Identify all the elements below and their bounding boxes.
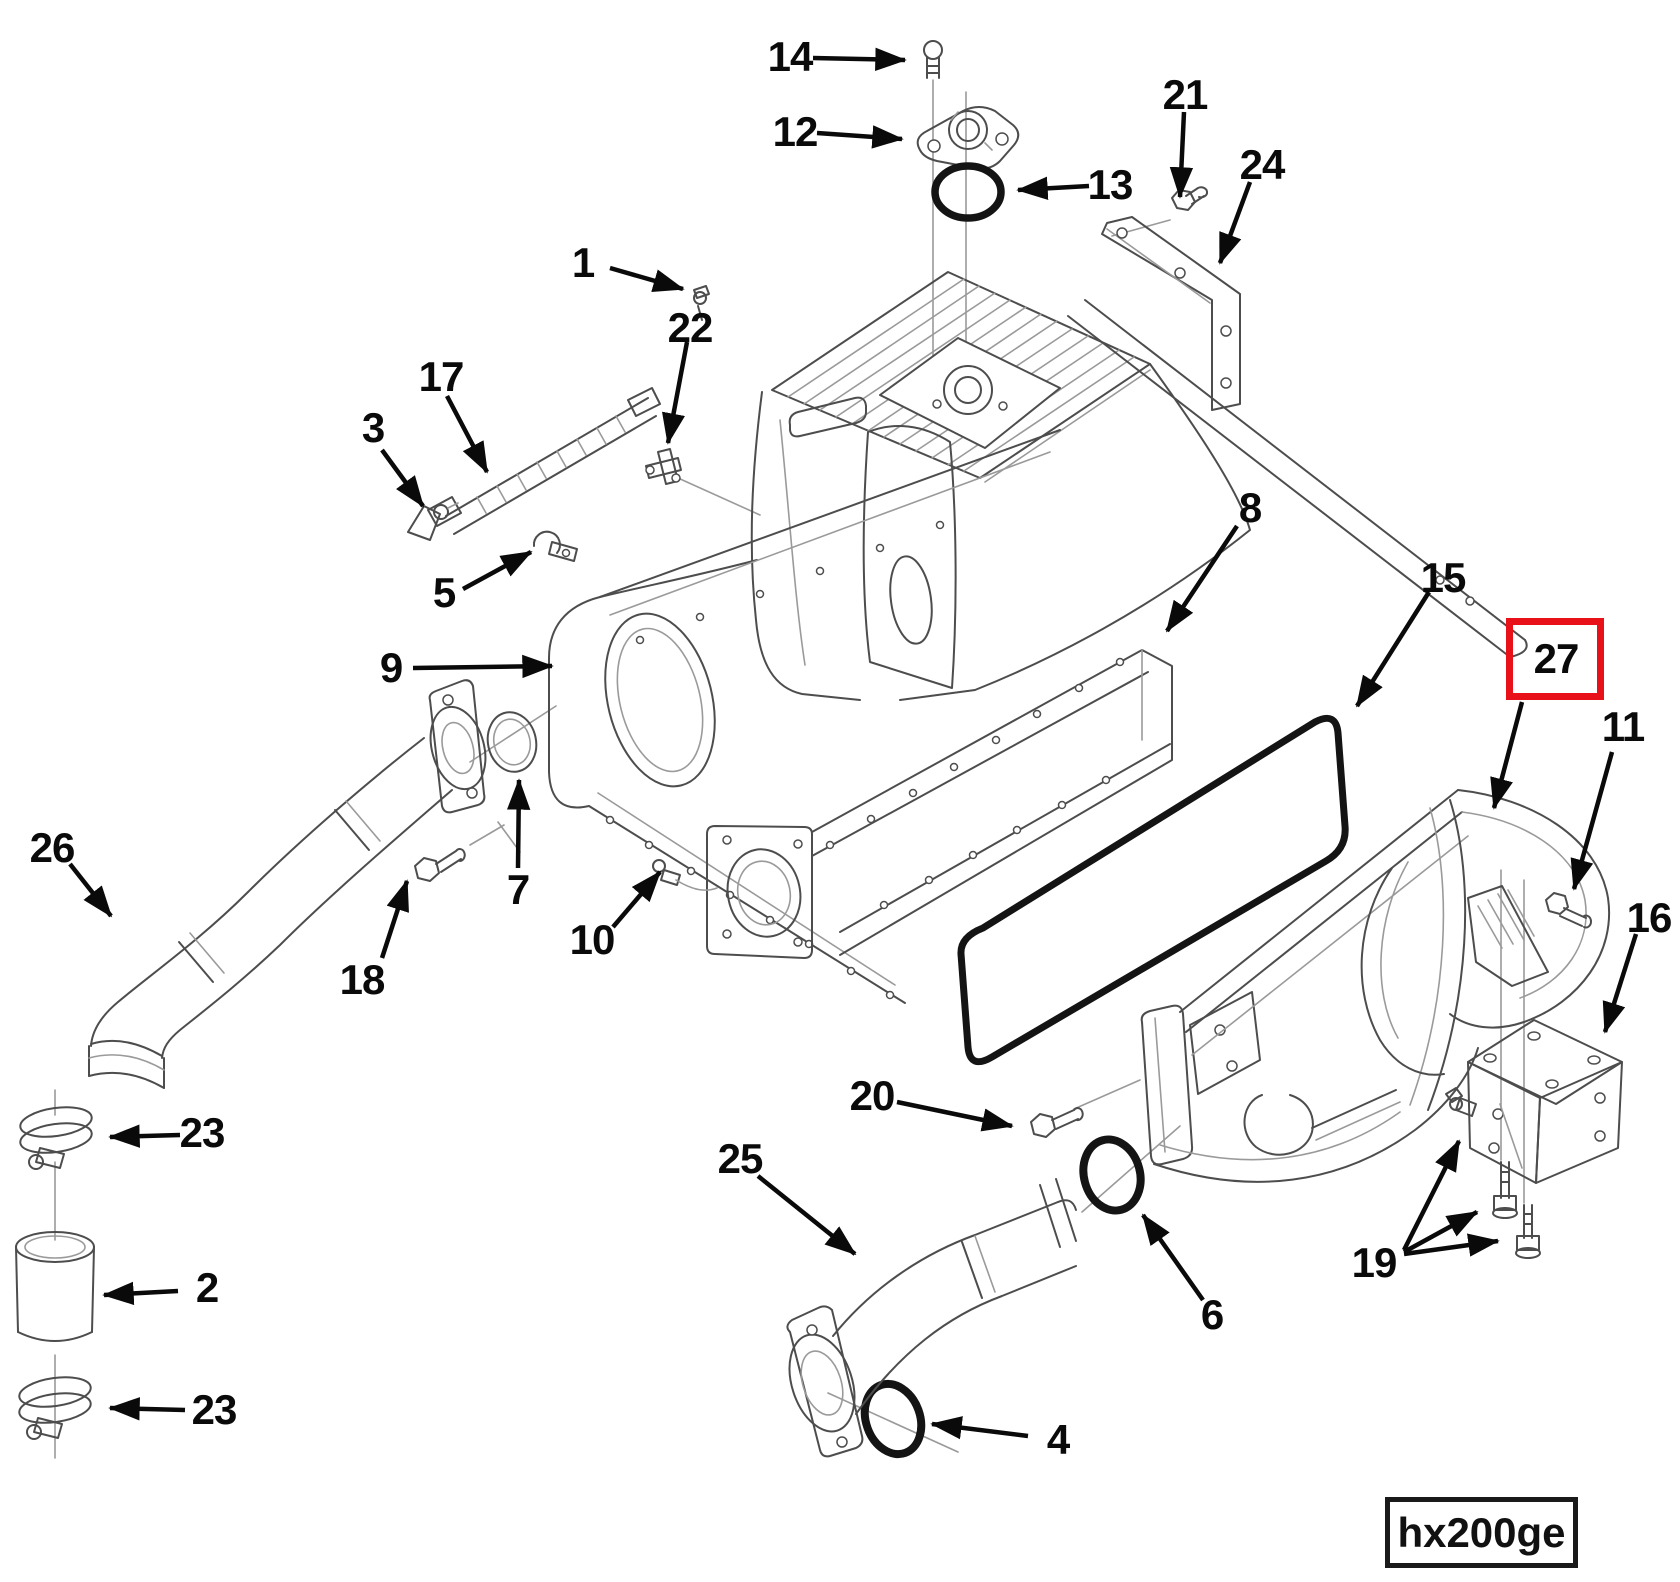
- support-bracket-16: [1445, 885, 1623, 1259]
- o-rings: [486, 711, 1145, 1459]
- callout-24: 24: [1239, 141, 1286, 188]
- callout-23-upper: 23: [179, 1109, 226, 1156]
- callout-17: 17: [418, 353, 465, 400]
- callout-9: 9: [379, 644, 403, 691]
- callout-6: 6: [1200, 1291, 1224, 1338]
- drawing-code-box: hx200ge: [1385, 1497, 1578, 1568]
- exhaust-pipe-25: [786, 1178, 1077, 1458]
- callout-8: 8: [1238, 484, 1262, 531]
- heat-exchanger-housing-27: [1140, 789, 1611, 1183]
- callout-21: 21: [1162, 71, 1209, 118]
- callout-1: 1: [571, 239, 595, 286]
- callout-26: 26: [29, 824, 76, 871]
- callout-18: 18: [339, 956, 386, 1003]
- callout-7: 7: [506, 866, 530, 913]
- highlight-box-27: [1506, 618, 1604, 700]
- callout-3: 3: [361, 404, 385, 451]
- callout-4: 4: [1046, 1416, 1070, 1463]
- drawing-code-label: hx200ge: [1397, 1508, 1566, 1556]
- rear-mounting-panel: [1067, 299, 1528, 658]
- aftercooler-core-8: [706, 649, 1173, 959]
- air-cleaner-housing: [750, 271, 1251, 701]
- callout-12: 12: [772, 108, 819, 155]
- callout-20: 20: [849, 1072, 896, 1119]
- mounting-bracket-24: [1101, 186, 1241, 411]
- callout-13: 13: [1087, 161, 1134, 208]
- intake-duct-9: [548, 429, 1061, 1004]
- callout-15: 15: [1420, 554, 1467, 601]
- hose-and-clamps: [15, 1106, 95, 1440]
- callout-10: 10: [569, 916, 616, 963]
- callout-22: 22: [667, 304, 714, 351]
- callout-5: 5: [432, 569, 456, 616]
- filler-cap-stack: [916, 40, 1020, 222]
- callout-23-lower: 23: [191, 1386, 238, 1433]
- gasket-15: [957, 714, 1349, 1066]
- small-hardware: [407, 285, 1084, 1138]
- callout-2: 2: [195, 1264, 219, 1311]
- assembly-axis-lines: [54, 79, 1525, 1459]
- exhaust-pipe-26: [88, 679, 487, 1089]
- callout-27: 27: [1533, 635, 1580, 682]
- callout-14: 14: [767, 33, 814, 80]
- callout-11: 11: [1601, 703, 1645, 750]
- callout-16: 16: [1626, 894, 1673, 941]
- callout-arrows: [68, 47, 1639, 1440]
- callout-19: 19: [1351, 1239, 1398, 1286]
- callout-25: 25: [717, 1135, 764, 1182]
